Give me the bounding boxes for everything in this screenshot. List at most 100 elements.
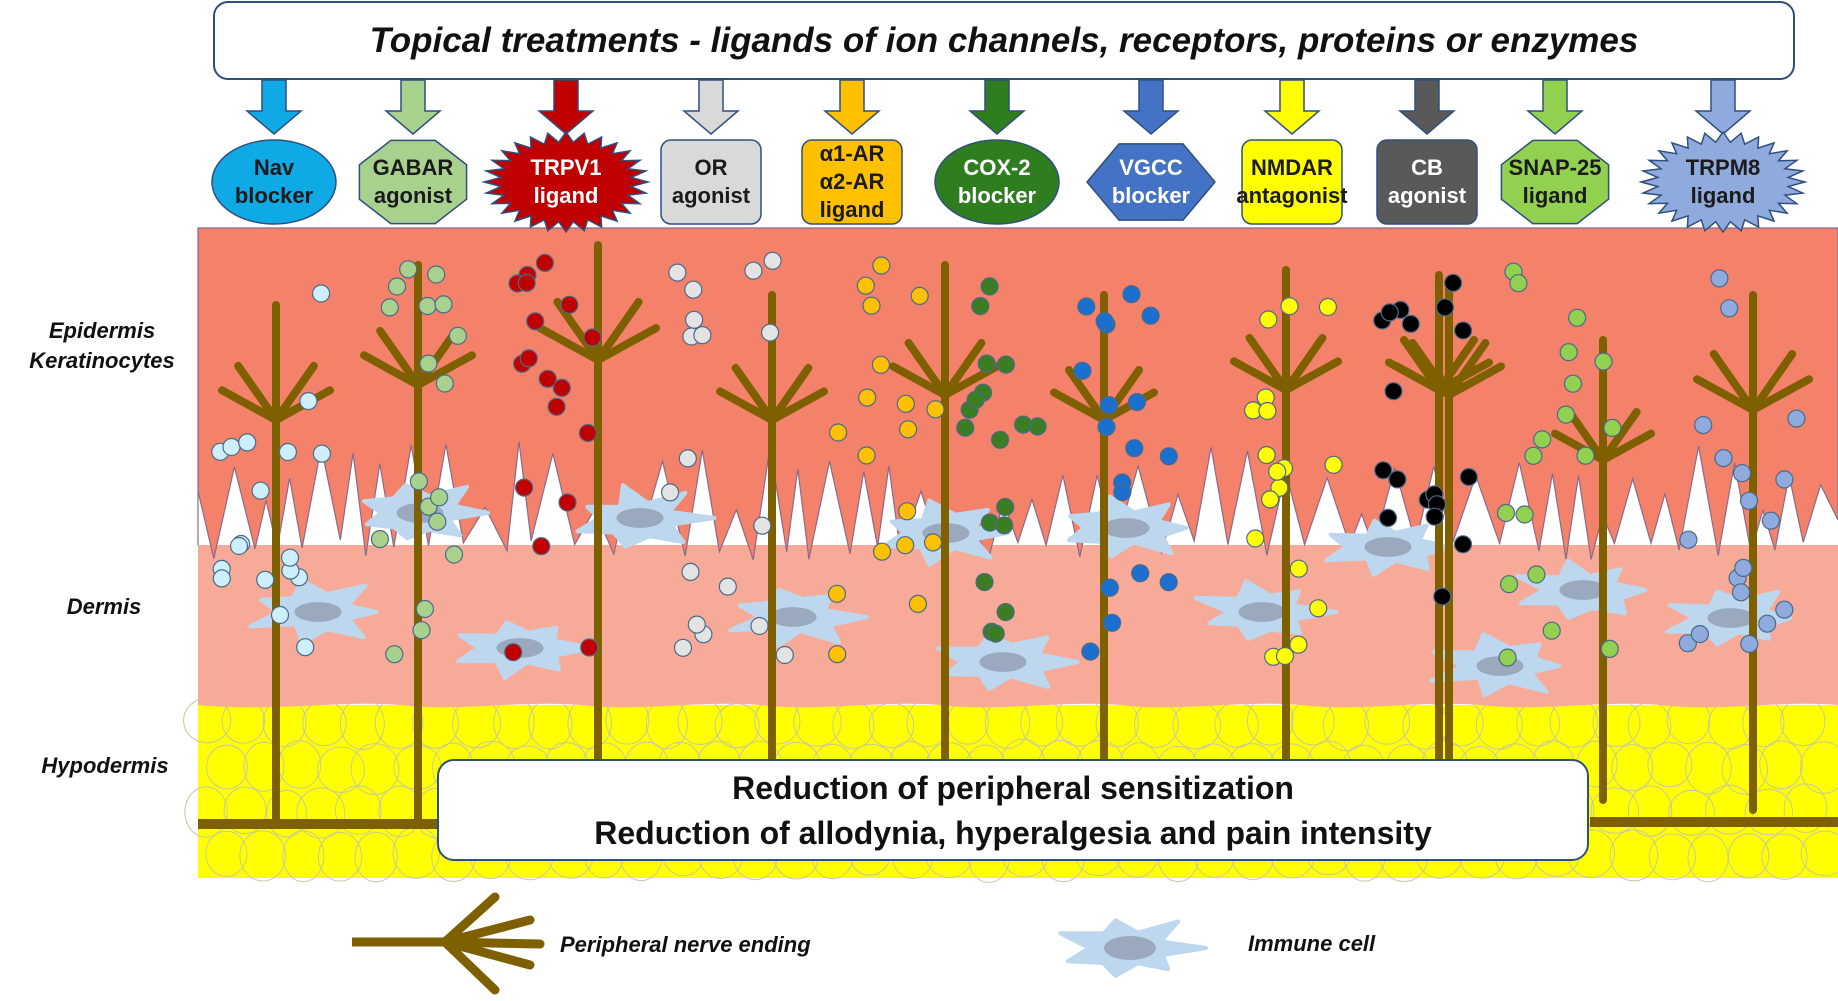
treatment-label: antagonist — [1236, 183, 1348, 208]
ligand-dot — [1099, 396, 1118, 415]
ligand-dot — [430, 488, 449, 507]
ligand-dot — [1600, 639, 1619, 659]
ligand-dot — [858, 388, 877, 407]
ligand-dots — [211, 251, 1806, 667]
fat-cell — [1800, 830, 1838, 877]
ligand-dot — [435, 374, 454, 393]
ligand-dot — [409, 472, 428, 491]
treatment-label: GABAR — [373, 155, 454, 180]
fat-cell — [243, 741, 285, 792]
fat-cell — [1668, 789, 1715, 836]
ligand-dot — [1280, 297, 1299, 316]
ligand-dot — [1388, 470, 1407, 489]
ligand-dot — [1734, 558, 1753, 578]
treatment-label: SNAP-25 — [1509, 155, 1602, 180]
ligand-dot — [296, 638, 315, 657]
ligand-dot — [212, 569, 231, 588]
ligand-dot — [971, 297, 990, 316]
ligand-dot — [1775, 600, 1794, 619]
ligand-dot — [856, 276, 875, 295]
fat-cell — [239, 830, 287, 882]
ligand-dot — [1498, 648, 1517, 667]
diagram-title: Topical treatments - ligands of ion chan… — [370, 21, 1639, 60]
ligand-dot — [229, 536, 249, 556]
ligand-dot — [1453, 321, 1473, 340]
ligand-dot — [687, 615, 706, 634]
ligand-dot — [750, 616, 769, 636]
ligand-dot — [1710, 269, 1729, 288]
treatment-shape — [1638, 130, 1808, 234]
ligand-dot — [1378, 508, 1398, 528]
outcome-box: Reduction of peripheral sensitization Re… — [437, 759, 1589, 861]
treatment-label: α1-AR — [820, 141, 885, 166]
ligand-dot — [1097, 417, 1116, 437]
ligand-dot — [1100, 578, 1119, 597]
ligand-dot — [827, 584, 847, 603]
fat-cell — [1609, 829, 1659, 882]
ligand-dot — [1563, 374, 1583, 393]
ligand-dot — [1576, 446, 1595, 465]
ligand-dot — [718, 577, 737, 596]
ligand-dot — [871, 355, 891, 374]
dermis-label: Dermis — [67, 594, 142, 619]
down-arrow-icon — [1525, 79, 1585, 135]
ligand-dot — [434, 295, 453, 314]
ligand-dot — [1459, 467, 1478, 487]
ligand-dot — [684, 310, 704, 329]
fat-cell — [354, 831, 398, 883]
nerve-ending — [1551, 336, 1655, 804]
ligand-dot — [775, 645, 794, 665]
ligand-dot — [1714, 449, 1733, 468]
treatment-label: Nav — [254, 155, 295, 180]
down-arrow-icon — [244, 79, 304, 135]
ligand-dot — [1289, 559, 1308, 578]
treatment-label: OR — [695, 155, 728, 180]
fat-cell — [1761, 833, 1808, 880]
ligand-dot — [1758, 614, 1777, 633]
fat-cell — [206, 744, 248, 790]
ligand-dot — [514, 478, 534, 497]
nerve-ending — [889, 261, 1001, 804]
legend: Peripheral nerve ending Immune cell — [352, 892, 1376, 995]
ligand-dot — [1125, 439, 1144, 458]
fat-cell — [1799, 741, 1838, 794]
treatment-label: TRPM8 — [1686, 155, 1761, 180]
treatment-label: agonist — [374, 183, 453, 208]
ligand-dot — [1556, 405, 1576, 424]
ligand-dot — [418, 296, 437, 316]
ligand-dot — [538, 369, 557, 388]
ligand-dot — [1309, 599, 1328, 618]
hypodermis-label: Hypodermis — [41, 753, 168, 778]
ligand-dot — [560, 295, 579, 314]
ligand-dot — [1289, 635, 1308, 654]
fat-cell — [1744, 788, 1794, 836]
treatment-gabar: GABAR agonist — [358, 79, 468, 225]
ligand-dot — [678, 449, 697, 468]
immune-cell — [1066, 494, 1189, 559]
ligand-dot — [857, 446, 876, 465]
ligand-dot — [1324, 455, 1343, 474]
ligand-dot — [1258, 401, 1277, 421]
ligand-dot — [1739, 491, 1759, 510]
ligand-dot — [926, 400, 945, 419]
ligand-dot — [1268, 462, 1287, 481]
treatment-shape — [660, 139, 762, 225]
ligand-dot — [526, 312, 545, 331]
ligand-dot — [580, 638, 599, 657]
epidermis-label: Epidermis — [49, 318, 155, 343]
fat-cell — [266, 789, 308, 838]
ligand-dot — [1384, 382, 1403, 401]
treatment-label: agonist — [1388, 183, 1467, 208]
nerve-ending — [1230, 266, 1342, 804]
down-arrow-icon — [536, 79, 596, 135]
ligand-dot — [763, 251, 782, 270]
ligand-dot — [278, 442, 297, 462]
ligand-dot — [428, 512, 447, 531]
treatment-label: TRPV1 — [531, 155, 602, 180]
fat-cell — [184, 786, 228, 838]
fat-cell — [223, 786, 267, 835]
